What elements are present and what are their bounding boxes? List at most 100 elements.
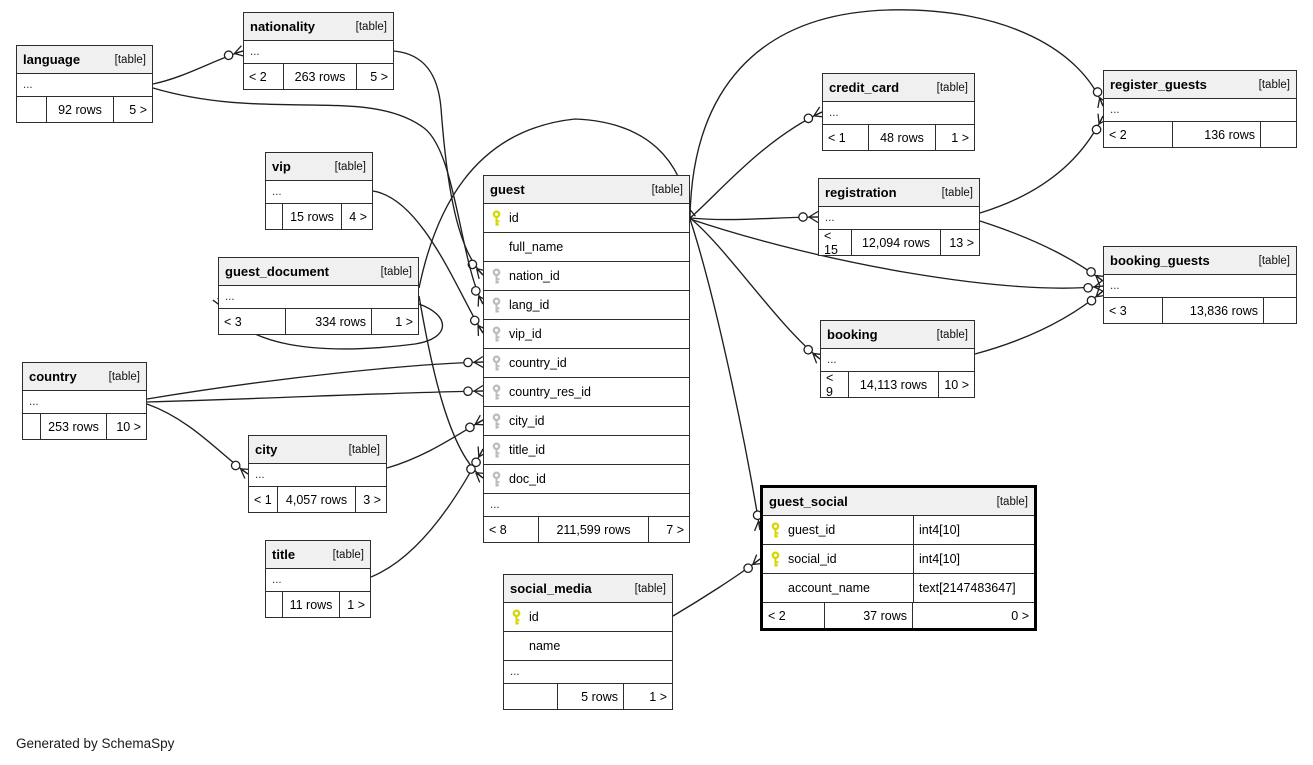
table-name[interactable]: guest_document <box>225 264 330 279</box>
table-header[interactable]: guest_social[table] <box>763 488 1034 516</box>
column-row-title_id[interactable]: title_id <box>484 436 689 465</box>
footer-children-count: < 3 <box>1104 298 1163 323</box>
column-row-vip_id[interactable]: vip_id <box>484 320 689 349</box>
table-name[interactable]: title <box>272 547 296 562</box>
footer-children-count: < 2 <box>763 603 825 628</box>
edge-guest-document-to-guest-id <box>418 118 696 289</box>
table-header[interactable]: booking_guests[table] <box>1104 247 1296 275</box>
column-row-lang_id[interactable]: lang_id <box>484 291 689 320</box>
footer-children-count <box>266 204 283 229</box>
table-name[interactable]: guest_social <box>769 494 848 509</box>
table-header[interactable]: credit_card[table] <box>823 74 974 102</box>
table-name[interactable]: booking <box>827 327 878 342</box>
footer-parents-count: 1 > <box>347 597 365 612</box>
column-row-id[interactable]: id <box>484 204 689 233</box>
edge-guest-document-to-guest-doc-id <box>418 295 487 483</box>
table-name[interactable]: country <box>29 369 77 384</box>
table-name[interactable]: nationality <box>250 19 316 34</box>
column-name: city_id <box>509 414 545 428</box>
table-header[interactable]: register_guests [table] <box>1104 71 1296 99</box>
table-name[interactable]: register_guests <box>1110 77 1207 92</box>
table-header[interactable]: registration[table] <box>819 179 979 207</box>
footer-row-count: 37 rows <box>825 603 913 628</box>
table-header[interactable]: city[table] <box>249 436 386 464</box>
column-row-nation_id[interactable]: nation_id <box>484 262 689 291</box>
table-header[interactable]: vip[table] <box>266 153 372 181</box>
table-name[interactable]: guest <box>490 182 525 197</box>
foreign-key-icon <box>489 441 504 459</box>
column-row-full_name[interactable]: full_name <box>484 233 689 262</box>
column-name: id <box>509 211 519 225</box>
table-name[interactable]: social_media <box>510 581 592 596</box>
edge-nationality-to-guest-nation-id <box>393 50 488 280</box>
table-header[interactable]: nationality[table] <box>244 13 393 41</box>
table-name[interactable]: language <box>23 52 81 67</box>
footer-row-count: 5 rows <box>558 684 624 709</box>
table-type-tag: [table] <box>1258 78 1290 91</box>
table-type-tag: [table] <box>114 53 146 66</box>
column-name: doc_id <box>509 472 546 486</box>
column-name: social_id <box>788 552 837 566</box>
footer-children-count: < 1 <box>823 125 869 150</box>
footer-parents-count: 5 > <box>370 69 388 84</box>
table-header[interactable]: guest[table] <box>484 176 689 204</box>
column-row-id[interactable]: id <box>504 603 672 632</box>
table-header[interactable]: guest_document[table] <box>219 258 418 286</box>
table-header[interactable]: social_media[table] <box>504 575 672 603</box>
collapsed-columns-ellipsis: ... <box>244 41 393 64</box>
column-name: country_res_id <box>509 385 591 399</box>
collapsed-columns-ellipsis: ... <box>819 207 979 230</box>
footer-children-count: < 9 <box>821 371 849 399</box>
table-header[interactable]: country[table] <box>23 363 146 391</box>
column-row-doc_id[interactable]: doc_id <box>484 465 689 494</box>
column-row-city_id[interactable]: city_id <box>484 407 689 436</box>
footer-children-count <box>266 592 283 617</box>
column-row-country_res_id[interactable]: country_res_id <box>484 378 689 407</box>
table-header[interactable]: language [table] <box>17 46 152 74</box>
collapsed-columns-ellipsis: ... <box>17 74 152 97</box>
table-header[interactable]: booking[table] <box>821 321 974 349</box>
collapsed-columns-ellipsis: ... <box>266 569 370 592</box>
footer-children-count <box>504 684 558 709</box>
table-name[interactable]: city <box>255 442 278 457</box>
collapsed-columns-ellipsis: ... <box>23 391 146 414</box>
table-name[interactable]: booking_guests <box>1110 253 1210 268</box>
column-row-name[interactable]: name <box>504 632 672 661</box>
table-name[interactable]: credit_card <box>829 80 900 95</box>
column-row-country_id[interactable]: country_id <box>484 349 689 378</box>
foreign-key-icon <box>489 267 504 285</box>
column-type: text[2147483647] <box>913 574 1034 602</box>
table-name[interactable]: registration <box>825 185 897 200</box>
column-name: full_name <box>509 240 564 254</box>
table-header[interactable]: title[table] <box>266 541 370 569</box>
table-name[interactable]: vip <box>272 159 291 174</box>
primary-key-icon <box>768 550 783 568</box>
footer-row-count: 14,113 rows <box>849 372 939 397</box>
